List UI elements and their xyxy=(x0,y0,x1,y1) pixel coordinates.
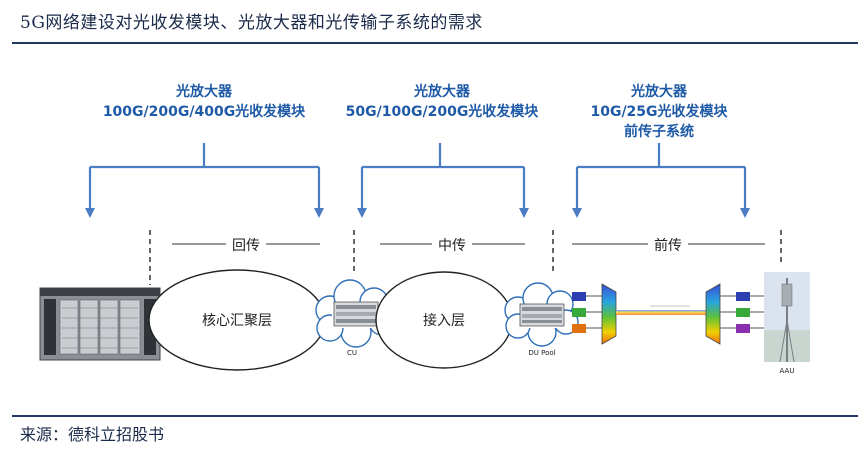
aau-tower-image xyxy=(764,272,810,363)
segment-dividers xyxy=(149,230,782,285)
fronthaul-left-transceivers xyxy=(572,292,602,333)
bracket-group-1 xyxy=(85,143,324,218)
right-wdm-demux xyxy=(705,283,721,345)
cu-device xyxy=(333,301,379,327)
diagram-title: 5G网络建设对光收发模块、光放大器和光传输子系统的需求 xyxy=(20,13,483,33)
core-router-device xyxy=(39,287,161,361)
group-2-line-2: 50G/100G/200G光收发模块 xyxy=(345,104,539,120)
bracket-group-3 xyxy=(572,143,750,218)
segment-midhaul: 中传 xyxy=(432,235,472,255)
segment-fronthaul: 前传 xyxy=(648,235,688,255)
access-layer-label: 接入层 xyxy=(423,313,465,329)
group-2-label: 光放大器 50G/100G/200G光收发模块 xyxy=(346,82,539,122)
left-wdm-mux xyxy=(601,283,617,345)
source-note: 来源：德科立招股书 xyxy=(20,425,165,444)
bracket-group-2 xyxy=(357,143,529,218)
group-3-line-2: 10G/25G光收发模块 xyxy=(590,104,728,120)
group-3-line-1: 光放大器 xyxy=(631,84,687,100)
du-pool-device xyxy=(519,303,565,327)
group-1-line-2: 100G/200G/400G光收发模块 xyxy=(102,104,306,120)
source-rule xyxy=(12,415,858,417)
group-2-line-1: 光放大器 xyxy=(413,84,470,100)
title-rule xyxy=(12,42,858,44)
fronthaul-right-transceivers xyxy=(720,292,765,333)
group-1-label: 光放大器 100G/200G/400G光收发模块 xyxy=(103,82,305,122)
aau-label: AAU xyxy=(779,367,795,375)
core-aggregation-layer-label: 核心汇聚层 xyxy=(202,313,272,329)
group-3-line-3: 前传子系统 xyxy=(624,124,694,140)
group-3-label: 光放大器 10G/25G光收发模块 前传子系统 xyxy=(590,82,727,142)
cu-label: CU xyxy=(346,349,358,357)
du-pool-label: DU Pool xyxy=(528,349,556,357)
segment-backhaul: 回传 xyxy=(226,235,266,255)
group-1-line-1: 光放大器 xyxy=(176,84,232,100)
optical-fiber-beam xyxy=(616,310,706,315)
